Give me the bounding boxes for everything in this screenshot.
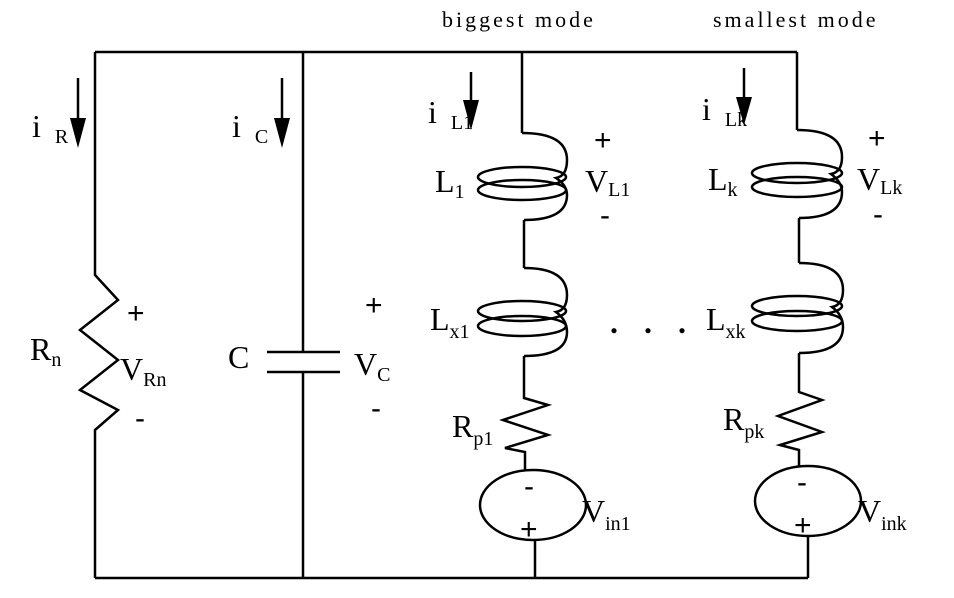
resistor-rpk [774, 353, 826, 467]
sign-minus: - [797, 466, 807, 499]
sign-plus: + [868, 122, 886, 155]
label-l1: L1 [435, 163, 465, 203]
sign-plus: + [365, 289, 383, 322]
inductor-lx1 [476, 266, 569, 358]
sign-minus: - [873, 198, 883, 231]
arrow-down-icon [70, 118, 86, 148]
sign-minus: - [524, 470, 534, 503]
label-vl1: VL1 [585, 163, 630, 201]
header-biggest-mode: biggest mode [442, 7, 596, 32]
label-lx1: Lx1 [430, 301, 470, 343]
sign-plus: + [127, 297, 145, 330]
arrow-down-icon [736, 97, 752, 125]
arrow-down-icon [274, 118, 290, 148]
label-vrn: VRn [120, 351, 166, 391]
label-lxk: Lxk [706, 301, 746, 343]
resistor-rp1 [499, 356, 553, 470]
sign-plus: + [520, 513, 538, 546]
label-lk: Lk [708, 161, 738, 201]
label-rp1: Rp1 [452, 408, 493, 450]
label-c: C [228, 339, 249, 375]
label-vink: Vink [858, 493, 907, 535]
sign-plus: + [594, 124, 612, 157]
sign-plus: + [794, 509, 812, 542]
label-vc: VC [354, 346, 390, 386]
inductor-l1 [476, 131, 569, 222]
sign-minus: - [600, 199, 610, 232]
ellipsis-dots: . . . [610, 304, 695, 340]
current-arrows [70, 68, 752, 148]
label-rpk: Rpk [723, 401, 764, 443]
sign-minus: - [135, 402, 145, 435]
sign-minus: - [371, 392, 381, 425]
inductor-lk [750, 128, 844, 220]
arrow-down-icon [463, 100, 479, 130]
resistor-rn [77, 52, 121, 578]
label-rn: Rn [30, 331, 61, 371]
voltage-source-vin1 [478, 468, 588, 542]
label-vlk: VLk [857, 161, 902, 199]
header-smallest-mode: smallest mode [713, 7, 878, 32]
label-vin1: Vin1 [582, 493, 631, 535]
wires [77, 50, 863, 580]
inductor-lxk [750, 261, 845, 355]
